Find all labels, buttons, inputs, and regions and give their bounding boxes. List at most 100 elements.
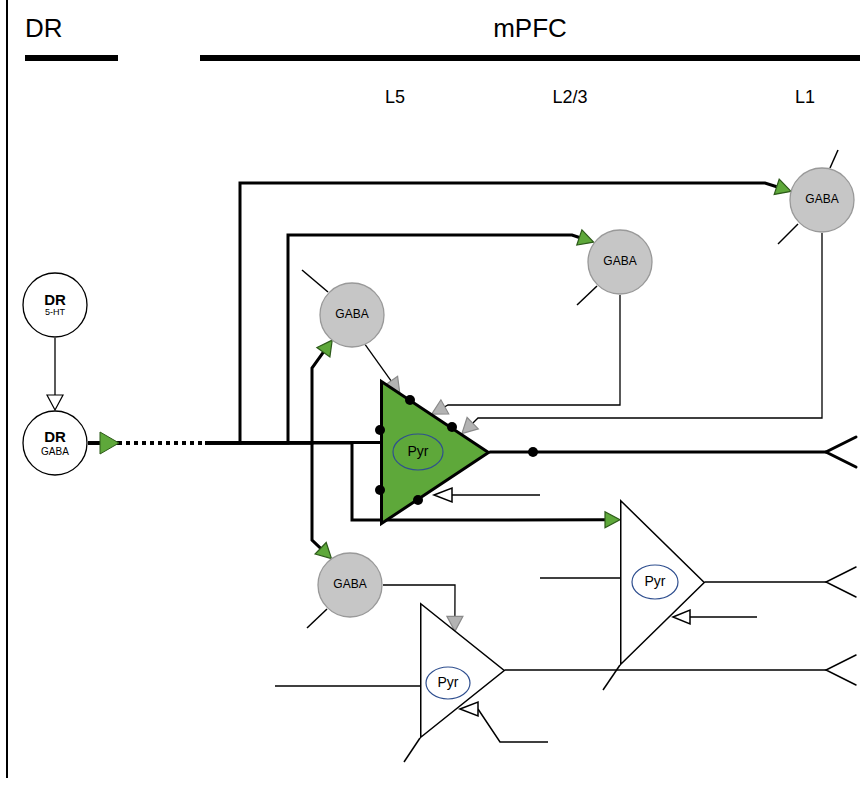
axon <box>826 655 856 685</box>
gaba-interneuron: GABA <box>317 552 383 618</box>
region-label: DR <box>25 14 63 43</box>
axon <box>505 669 826 671</box>
layer-label: L2/3 <box>552 88 587 108</box>
synaptic-terminal <box>317 340 332 357</box>
input-terminal <box>434 488 452 502</box>
nucleus <box>632 565 678 599</box>
cell-name: Pyr <box>408 444 429 459</box>
axon-line <box>205 443 321 548</box>
cell-type: GABA <box>41 446 69 457</box>
cell-body <box>588 230 652 294</box>
input-terminal <box>478 709 548 742</box>
text-holder: Pyr <box>438 675 459 690</box>
synaptic-terminal <box>47 395 63 410</box>
cell-body <box>790 168 854 232</box>
layer-label: L1 <box>795 88 815 108</box>
text-holder: DRGABA <box>22 410 88 476</box>
pyramidal-neuron: Pyr <box>380 380 490 525</box>
dendrite <box>307 609 327 628</box>
axon-line <box>118 442 205 445</box>
projection-marker <box>100 432 119 454</box>
cell-body <box>23 273 87 337</box>
input-terminal <box>452 494 540 496</box>
axon <box>826 437 856 467</box>
axon-projection <box>432 295 620 414</box>
pyramidal-neuron-shape <box>420 603 505 738</box>
axon-projection <box>88 340 332 443</box>
dendrite <box>540 577 620 579</box>
dendrite <box>603 665 620 690</box>
nucleus <box>393 434 443 470</box>
input-terminal <box>673 610 690 624</box>
receptor-dot <box>528 447 538 457</box>
axon-projection <box>88 230 594 443</box>
frame-line <box>6 0 8 778</box>
axon-projection <box>88 443 620 528</box>
text-holder: GABA <box>789 167 855 233</box>
region-bar <box>200 55 860 61</box>
cell-name: GABA <box>805 193 838 206</box>
cell-name: DR <box>44 429 66 446</box>
dendrite <box>577 286 597 305</box>
input-terminal <box>690 616 757 618</box>
synaptic-terminal <box>605 512 620 528</box>
text-holder: GABA <box>317 552 383 618</box>
axon-line <box>118 442 205 445</box>
axon-line <box>88 442 118 445</box>
cell-body <box>23 411 87 475</box>
cell-name: DR <box>44 292 66 309</box>
axon-line <box>118 442 205 445</box>
synaptic-terminal <box>315 543 331 559</box>
axon-line <box>88 442 118 445</box>
dendrite <box>830 150 838 168</box>
axon-line <box>88 442 118 445</box>
layer-label: L5 <box>385 88 405 108</box>
axon-projection <box>47 338 63 410</box>
dendrite <box>404 738 420 762</box>
cell-body <box>421 604 505 738</box>
dendrite <box>778 224 798 244</box>
gaba-interneuron: GABA <box>587 229 653 295</box>
region-bar <box>25 55 860 61</box>
axon-line <box>205 352 323 443</box>
cell-name: GABA <box>335 308 368 321</box>
input-terminal <box>434 488 757 742</box>
axon <box>490 437 856 685</box>
cell-body <box>320 283 384 347</box>
text-holder: DR5-HT <box>22 272 88 338</box>
axon-line <box>54 338 55 395</box>
axon <box>705 581 826 583</box>
cell-body <box>382 382 489 524</box>
synaptic-terminal <box>774 179 791 194</box>
axon-line <box>365 345 391 381</box>
cell-body <box>621 501 705 665</box>
frame-line <box>6 0 8 778</box>
gaba-interneuron: GABA <box>789 167 855 233</box>
cell-body <box>318 553 382 617</box>
dr-neuron: DR5-HT <box>22 272 88 338</box>
axon-line <box>88 442 118 445</box>
projection-marker <box>100 432 119 454</box>
gaba-interneuron: GABA <box>319 282 385 348</box>
synaptic-terminal <box>462 418 478 434</box>
cell-name: GABA <box>603 255 636 268</box>
axon-line <box>118 441 205 444</box>
axon-line <box>205 183 777 443</box>
dendrite <box>275 685 420 687</box>
text-holder: GABA <box>319 282 385 348</box>
cell-name: GABA <box>333 578 366 591</box>
axon <box>490 451 826 454</box>
dendrite <box>302 270 328 292</box>
axon-line <box>88 442 118 445</box>
text-holder: Pyr <box>645 574 666 589</box>
dendrite <box>275 150 838 762</box>
pyramidal-neuron-shape <box>380 380 490 525</box>
cell-name: Pyr <box>438 675 459 690</box>
axon-projection <box>88 179 791 443</box>
region-label: mPFC <box>493 14 567 43</box>
text-holder: GABA <box>587 229 653 295</box>
axon-line <box>88 441 118 444</box>
region-bar <box>25 55 118 61</box>
text-holder: Pyr <box>408 444 429 459</box>
dr-neuron: DRGABA <box>22 410 88 476</box>
